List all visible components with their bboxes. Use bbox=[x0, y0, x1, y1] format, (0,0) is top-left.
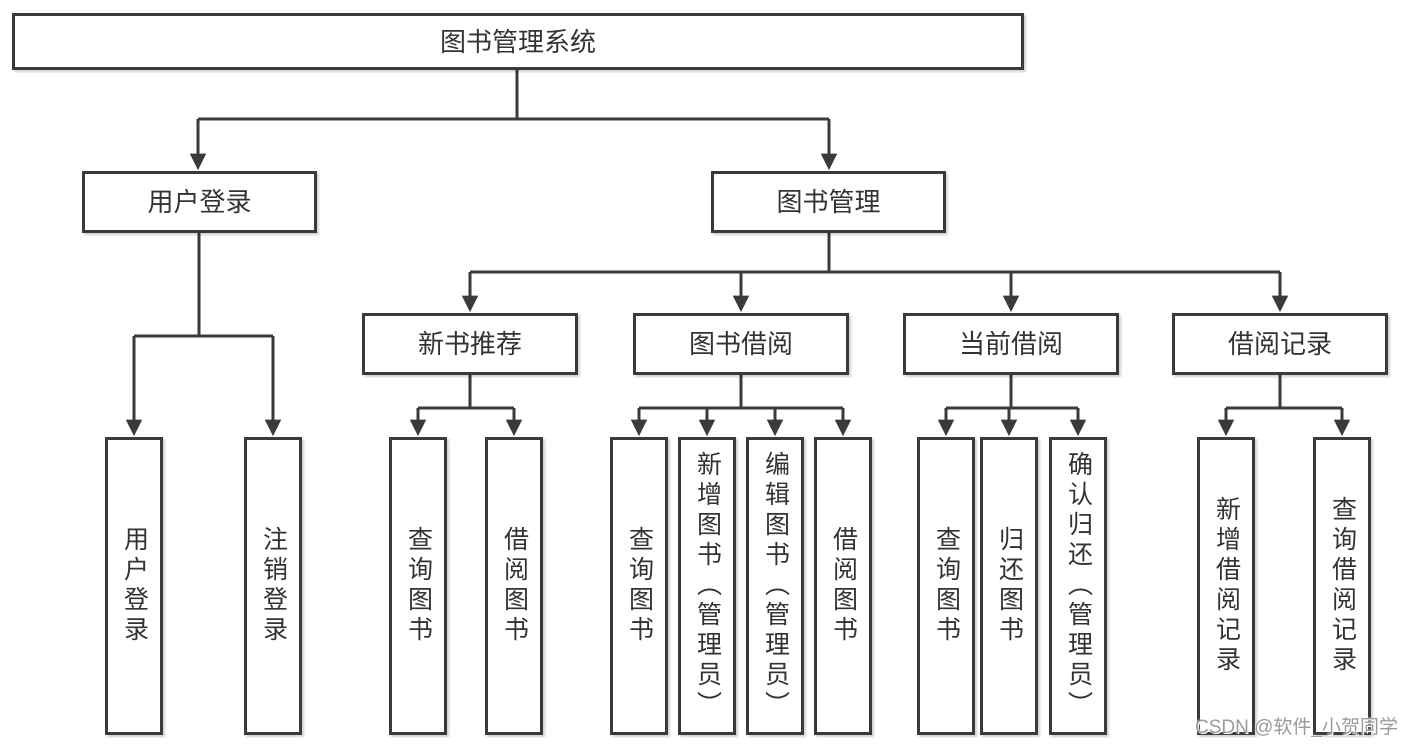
leaf-query-books-current: 查询图书 bbox=[917, 437, 975, 735]
node-user-login: 用户登录 bbox=[82, 171, 317, 233]
leaf-query-borrow-record-label: 查询借阅记录 bbox=[1328, 496, 1357, 676]
leaf-add-book-admin-label: 新增图书（管理员） bbox=[693, 451, 722, 721]
connector-borrow-records-fan bbox=[1217, 375, 1351, 437]
connector-user-login-fan bbox=[125, 233, 282, 437]
node-book-borrow: 图书借阅 bbox=[633, 313, 849, 375]
leaf-logout: 注销登录 bbox=[244, 437, 302, 735]
csdn-watermark: CSDN @软件_小贺同学 bbox=[1195, 717, 1398, 738]
connector-root-to-level2 bbox=[189, 70, 838, 171]
leaf-return-book: 归还图书 bbox=[980, 437, 1038, 735]
leaf-user-login-label: 用户登录 bbox=[120, 526, 149, 646]
leaf-add-borrow-record-label: 新增借阅记录 bbox=[1212, 496, 1241, 676]
leaf-add-borrow-record: 新增借阅记录 bbox=[1197, 437, 1255, 735]
leaf-query-books-recommend-label: 查询图书 bbox=[404, 526, 433, 646]
leaf-return-book-label: 归还图书 bbox=[995, 526, 1024, 646]
leaf-query-books-borrow-label: 查询图书 bbox=[625, 526, 654, 646]
leaf-borrow-books-recommend: 借阅图书 bbox=[485, 437, 543, 735]
node-new-book-recommend: 新书推荐 bbox=[362, 313, 578, 375]
node-current-borrow: 当前借阅 bbox=[903, 313, 1119, 375]
leaf-borrow-books-recommend-label: 借阅图书 bbox=[500, 526, 529, 646]
node-new-book-recommend-label: 新书推荐 bbox=[417, 329, 522, 359]
leaf-query-books-borrow: 查询图书 bbox=[610, 437, 668, 735]
node-library-system-label: 图书管理系统 bbox=[439, 26, 596, 57]
connector-book-management-fan bbox=[461, 233, 1289, 313]
node-book-borrow-label: 图书借阅 bbox=[688, 329, 793, 359]
node-book-management-label: 图书管理 bbox=[776, 187, 881, 217]
node-library-system: 图书管理系统 bbox=[12, 13, 1024, 70]
leaf-edit-book-admin-label: 编辑图书（管理员） bbox=[761, 451, 790, 721]
node-borrow-records: 借阅记录 bbox=[1172, 313, 1388, 375]
connector-book-borrow-fan bbox=[630, 375, 852, 437]
node-current-borrow-label: 当前借阅 bbox=[958, 329, 1063, 359]
node-borrow-records-label: 借阅记录 bbox=[1227, 329, 1332, 359]
connector-current-borrow-fan bbox=[937, 375, 1087, 437]
leaf-confirm-return-admin-label: 确认归还（管理员） bbox=[1064, 451, 1093, 721]
node-book-management: 图书管理 bbox=[711, 171, 946, 233]
leaf-borrow-books-label: 借阅图书 bbox=[829, 526, 858, 646]
leaf-query-borrow-record: 查询借阅记录 bbox=[1313, 437, 1371, 735]
leaf-confirm-return-admin: 确认归还（管理员） bbox=[1049, 437, 1107, 735]
leaf-add-book-admin: 新增图书（管理员） bbox=[678, 437, 736, 735]
connector-new-book-recommend-fan bbox=[409, 375, 523, 437]
leaf-logout-label: 注销登录 bbox=[259, 526, 288, 646]
leaf-borrow-books: 借阅图书 bbox=[814, 437, 872, 735]
leaf-edit-book-admin: 编辑图书（管理员） bbox=[746, 437, 804, 735]
node-user-login-label: 用户登录 bbox=[147, 187, 252, 217]
leaf-query-books-recommend: 查询图书 bbox=[389, 437, 447, 735]
leaf-query-books-current-label: 查询图书 bbox=[932, 526, 961, 646]
leaf-user-login: 用户登录 bbox=[105, 437, 163, 735]
